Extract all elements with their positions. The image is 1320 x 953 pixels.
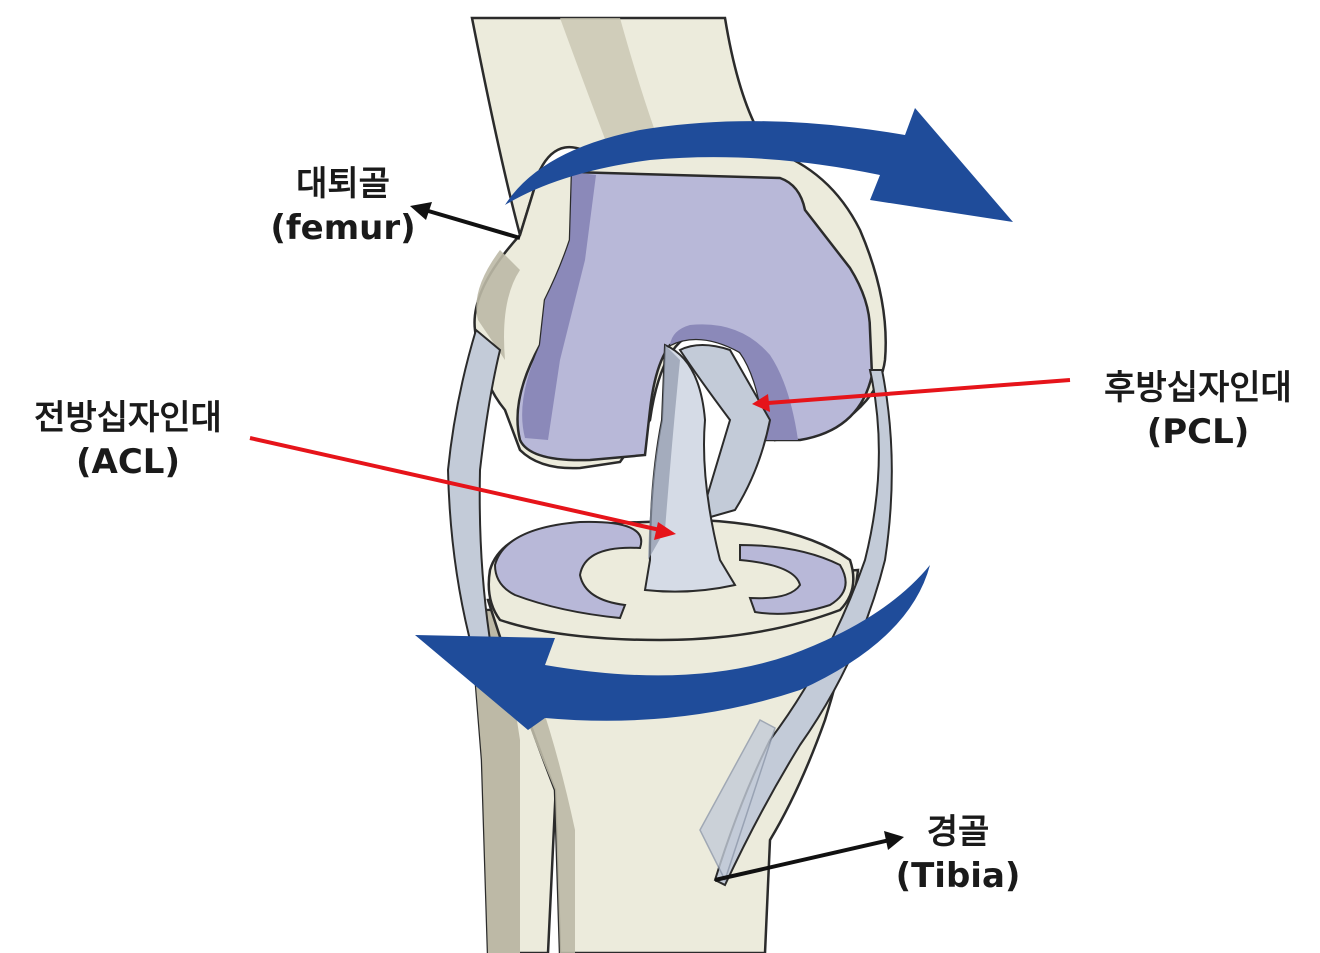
medial-meniscus [493,520,643,620]
acl-shadow [648,345,680,560]
tibia-ligament-fibers [699,718,776,882]
tibia-label-name: 경골 [926,812,990,852]
femur-shaft-shadow [560,18,660,152]
pcl-label-name: 후방십자인대 [1104,368,1292,408]
femur-cartilage-shadow [522,172,596,440]
tibia-label-latin: (Tibia) [895,856,1021,896]
acl-label-latin: (ACL) [75,442,180,482]
tibia-pointer-arrow [714,831,904,882]
pcl-pointer-arrow [752,378,1071,412]
femur-label-latin: (femur) [270,208,416,248]
femur-pointer-arrow [410,202,521,240]
acl-label-name: 전방십자인대 [34,398,222,438]
rotation-arrow-right-icon [505,108,1013,222]
tibia-shadow [520,700,575,953]
rotation-arrow-left-icon [415,565,930,730]
pcl-label-latin: (PCL) [1146,412,1250,452]
acl-pointer-arrow [249,436,676,540]
femur-label-name: 대퇴골 [296,164,390,204]
pcl-label: 후방십자인대 (PCL) [1078,366,1318,454]
acl-label: 전방십자인대 (ACL) [8,396,248,484]
tibia-label: 경골 (Tibia) [868,810,1048,898]
lateral-meniscus [739,543,847,615]
femur-side-shadow [476,250,520,360]
femur-label: 대퇴골 (femur) [258,162,428,250]
